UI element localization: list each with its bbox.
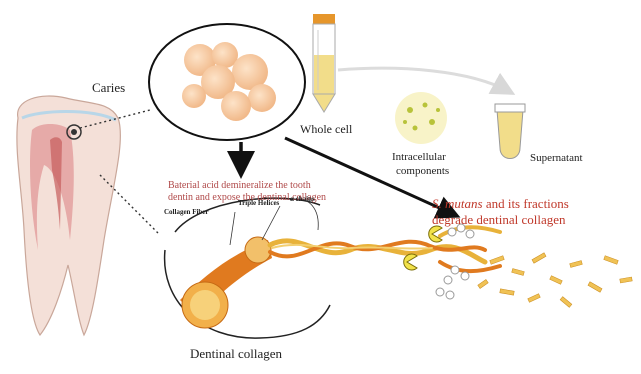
label-intracellular-line1: Intracellular [392, 150, 449, 164]
label-collagen-fiber: Collagen Fiber [164, 208, 209, 216]
label-caries: Caries [92, 80, 125, 96]
label-intracellular: Intracellular components [392, 150, 449, 178]
label-mutans-rest: and its fractions [483, 196, 569, 211]
label-mutans: S. mutans and its fractions [432, 196, 569, 212]
arrow-to-supernatant [338, 68, 510, 92]
label-dentinal-collagen: Dentinal collagen [190, 346, 282, 362]
label-triple-helices: Triple Helices [238, 199, 279, 207]
intracellular-blob [395, 92, 447, 144]
label-supernatant: Supernatant [530, 152, 583, 164]
whole-cell-tube [313, 14, 335, 112]
collagen-fragments [478, 253, 632, 308]
label-intracellular-line2: components [392, 164, 449, 178]
tooth-illustration [17, 96, 120, 335]
supernatant-tube [495, 104, 525, 159]
collagen-fiber [180, 237, 272, 328]
label-mutans-species: S. mutans [432, 196, 483, 211]
pointer-triple-helices [262, 206, 280, 240]
label-alpha-chains: α chains [290, 195, 315, 203]
label-whole-cell: Whole cell [300, 122, 352, 137]
triple-helix [270, 227, 500, 271]
label-degrade: degrade dentinal collagen [432, 212, 566, 228]
label-acid-line1: Baterial acid demineralize the tooth [168, 180, 326, 192]
pointer-collagen-fiber [230, 212, 235, 245]
